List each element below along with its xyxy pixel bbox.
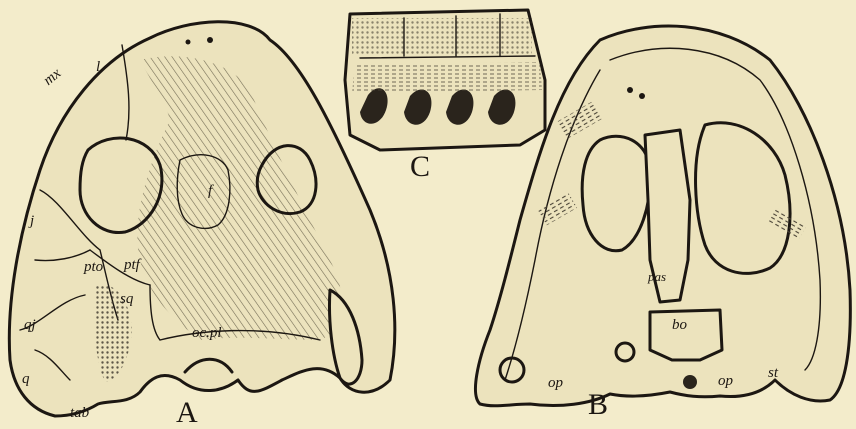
skull-dorsal-view xyxy=(9,22,395,416)
label-stapes: st xyxy=(768,366,778,381)
label-postfrontal: ptf xyxy=(124,258,140,273)
label-opisthotic-right: op xyxy=(718,374,733,389)
label-parasphenoid: pas xyxy=(648,270,666,283)
figure-letter-b: B xyxy=(588,390,608,420)
label-postorbital: pto xyxy=(84,260,103,275)
label-quadratojugal: qj xyxy=(24,318,36,333)
label-squamosal: sq xyxy=(120,292,133,307)
label-opisthotic-left: op xyxy=(548,376,563,391)
figure-letter-c: C xyxy=(410,152,430,182)
jaw-fragment-view xyxy=(345,10,545,150)
label-jugal: j xyxy=(30,214,34,229)
label-occipital-plate: oc.pl xyxy=(192,326,222,341)
label-lacrimal: l xyxy=(96,60,100,75)
label-basioccipital: bo xyxy=(672,318,687,333)
figure-letter-a: A xyxy=(176,398,198,428)
label-quadrate: q xyxy=(22,372,30,387)
label-frontal: f xyxy=(208,184,212,199)
label-tabular: tab xyxy=(70,406,89,421)
